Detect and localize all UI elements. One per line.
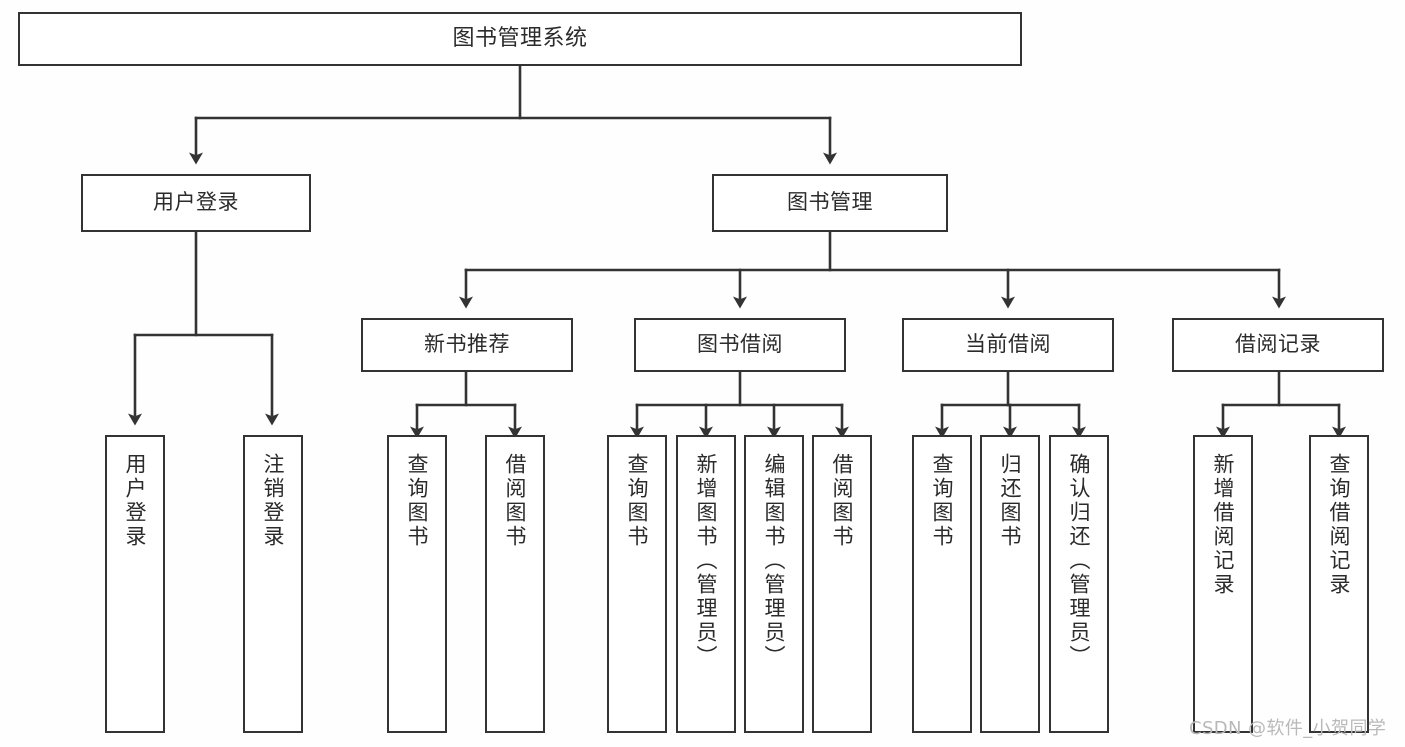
node-label: 新增图书（管理员） bbox=[694, 453, 719, 669]
node-leaf-return-book[interactable]: 归还图书 bbox=[980, 435, 1040, 733]
node-leaf-borrow-book-1[interactable]: 借阅图书 bbox=[485, 435, 545, 733]
node-leaf-query-book-1[interactable]: 查询图书 bbox=[387, 435, 447, 733]
node-label: 借阅记录 bbox=[1235, 332, 1321, 357]
node-label: 注销登录 bbox=[261, 453, 286, 549]
node-label: 确认归还（管理员） bbox=[1067, 453, 1092, 669]
node-label: 新增借阅记录 bbox=[1211, 453, 1236, 597]
node-label: 图书管理 bbox=[787, 190, 873, 215]
node-leaf-confirm-return[interactable]: 确认归还（管理员） bbox=[1049, 435, 1109, 733]
node-label: 归还图书 bbox=[998, 453, 1023, 549]
node-label: 新书推荐 bbox=[424, 332, 510, 357]
node-leaf-query-book-2[interactable]: 查询图书 bbox=[607, 435, 667, 733]
node-label: 图书借阅 bbox=[697, 332, 783, 357]
node-leaf-add-book[interactable]: 新增图书（管理员） bbox=[676, 435, 736, 733]
node-leaf-add-borrow-record[interactable]: 新增借阅记录 bbox=[1193, 435, 1253, 733]
csdn-watermark: CSDN @软件_小贺同学 bbox=[1189, 718, 1387, 739]
node-borrowing-record[interactable]: 借阅记录 bbox=[1172, 318, 1384, 372]
node-leaf-edit-book[interactable]: 编辑图书（管理员） bbox=[744, 435, 804, 733]
node-label: 借阅图书 bbox=[503, 453, 528, 549]
node-label: 借阅图书 bbox=[830, 453, 855, 549]
node-leaf-logout[interactable]: 注销登录 bbox=[243, 435, 303, 733]
node-label: 查询图书 bbox=[625, 453, 650, 549]
node-label: 查询图书 bbox=[930, 453, 955, 549]
node-user-login[interactable]: 用户登录 bbox=[81, 174, 311, 232]
node-label: 编辑图书（管理员） bbox=[762, 453, 787, 669]
node-label: 用户登录 bbox=[153, 190, 239, 215]
node-book-management[interactable]: 图书管理 bbox=[712, 174, 948, 232]
node-label: 查询借阅记录 bbox=[1327, 453, 1352, 597]
node-book-borrowing[interactable]: 图书借阅 bbox=[634, 318, 846, 372]
node-leaf-query-book-3[interactable]: 查询图书 bbox=[912, 435, 972, 733]
node-label: 用户登录 bbox=[123, 453, 148, 549]
node-leaf-query-borrow-record[interactable]: 查询借阅记录 bbox=[1309, 435, 1369, 733]
node-current-borrowing[interactable]: 当前借阅 bbox=[902, 318, 1114, 372]
node-label: 当前借阅 bbox=[965, 332, 1051, 357]
node-label: 图书管理系统 bbox=[452, 26, 588, 52]
node-root-book-management-system[interactable]: 图书管理系统 bbox=[18, 12, 1022, 66]
node-leaf-borrow-book-2[interactable]: 借阅图书 bbox=[812, 435, 872, 733]
node-new-book-recommendation[interactable]: 新书推荐 bbox=[361, 318, 573, 372]
node-leaf-user-login[interactable]: 用户登录 bbox=[105, 435, 165, 733]
node-label: 查询图书 bbox=[405, 453, 430, 549]
